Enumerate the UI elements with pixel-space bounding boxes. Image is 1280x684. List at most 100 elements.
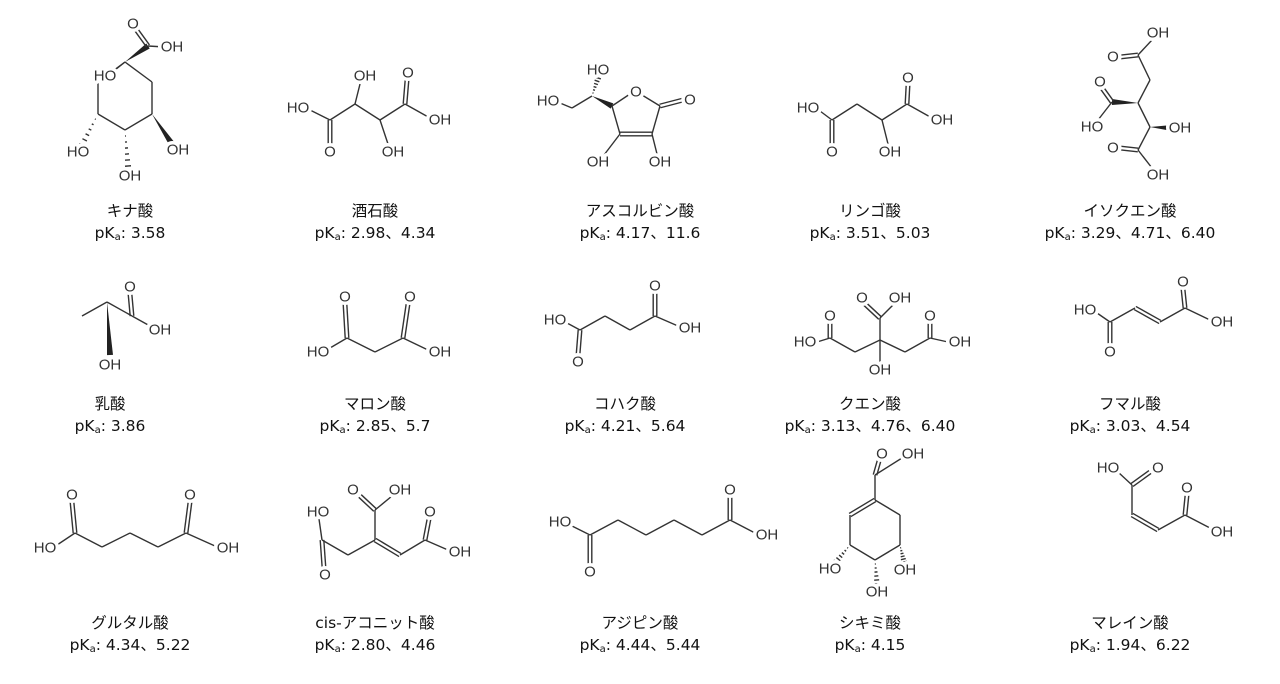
bond [106, 301, 133, 317]
pka-value: 3.58 [130, 224, 166, 242]
bond [135, 26, 151, 46]
atom-label: OH [119, 168, 142, 185]
pka-value: 3.51、5.03 [845, 224, 931, 242]
compound-name: マロン酸 [343, 395, 406, 413]
pka-prefix: pK [74, 417, 95, 435]
pka-value: 4.44、5.44 [615, 636, 701, 654]
atom-label: HO [1074, 302, 1097, 319]
compound-name: コハク酸 [593, 395, 656, 413]
atom-label: O [66, 487, 78, 504]
wedge-bond [1111, 99, 1138, 105]
pka-subscript: a [854, 644, 861, 655]
atom-label: OH [1147, 25, 1170, 42]
bond [1133, 308, 1160, 325]
bond [346, 337, 376, 353]
bond [874, 499, 901, 516]
pka-prefix: pK [69, 636, 90, 654]
bond [91, 123, 94, 126]
bond [402, 337, 429, 351]
bond [874, 544, 901, 561]
bond [835, 557, 841, 562]
bond [82, 138, 88, 142]
bond [846, 546, 849, 549]
bond [604, 315, 631, 331]
bond [904, 337, 931, 353]
atom-label: O [1181, 480, 1193, 497]
pka-separator: : [95, 636, 106, 654]
pka-prefix: pK [564, 417, 585, 435]
pka-subscript: a [804, 425, 811, 436]
pka-value: 4.17、11.6 [615, 224, 701, 242]
pka-value: 4.21、5.64 [600, 417, 686, 435]
atom-label: OH [449, 544, 472, 561]
pka-separator: : [100, 417, 111, 435]
compound-name: シキミ酸 [838, 614, 901, 632]
atom-label: HO [587, 62, 610, 79]
bond [908, 85, 911, 105]
bond [88, 128, 92, 131]
atom-label: OH [1211, 314, 1234, 331]
bond [347, 539, 376, 556]
pka-separator: : [1070, 224, 1081, 242]
wedge-bond [125, 43, 150, 62]
bond [819, 110, 833, 121]
bond [673, 519, 703, 536]
pka-values: pKa: 4.34、5.22 [10, 634, 250, 661]
atom-label: O [319, 567, 331, 584]
bond [1137, 39, 1153, 56]
bond [729, 519, 756, 534]
bond [849, 544, 876, 561]
atom-label: OH [354, 68, 377, 85]
compound-label: イソクエン酸 pKa: 3.29、4.71、6.40 [1010, 200, 1250, 249]
atom-label: OH [869, 362, 892, 379]
atom-label: HO [544, 312, 567, 329]
pka-separator: : [1095, 636, 1106, 654]
pka-separator: : [340, 636, 351, 654]
atom-label: O [649, 278, 661, 295]
atom-label: OH [679, 320, 702, 337]
atom-label: OH [99, 357, 122, 374]
pka-separator: : [835, 224, 846, 242]
pka-value: 2.98、4.34 [350, 224, 436, 242]
bond [831, 103, 858, 121]
bond [856, 103, 883, 121]
bond [185, 532, 216, 547]
bond [373, 540, 400, 558]
bond [321, 539, 349, 556]
bond [874, 457, 903, 476]
atom-label: O [1094, 74, 1106, 91]
pka-subscript: a [114, 232, 121, 243]
compound-label: マロン酸 pKa: 2.85、5.7 [255, 393, 495, 442]
bond [900, 552, 904, 555]
atom-label: O [339, 289, 351, 306]
bond [629, 315, 656, 331]
bond [881, 103, 908, 121]
pka-values: pKa: 4.17、11.6 [520, 222, 760, 249]
atom-label: HO [794, 334, 817, 351]
atom-label: OH [217, 540, 240, 557]
bond [342, 304, 346, 339]
bond [841, 552, 845, 555]
bond [1119, 52, 1138, 56]
bond [346, 303, 350, 338]
bond [424, 539, 449, 551]
bond [848, 497, 875, 515]
bond [1137, 149, 1153, 169]
bond [906, 103, 933, 119]
bond [374, 495, 393, 511]
atom-label: O [584, 564, 596, 581]
bond [124, 61, 153, 83]
bond [132, 28, 148, 48]
atom-label: O [1107, 49, 1119, 66]
bond [1120, 56, 1139, 60]
bond [1132, 512, 1160, 530]
pka-values: pKa: 4.21、5.64 [505, 415, 745, 442]
atom-label: O [424, 504, 436, 521]
bond [1184, 288, 1188, 308]
